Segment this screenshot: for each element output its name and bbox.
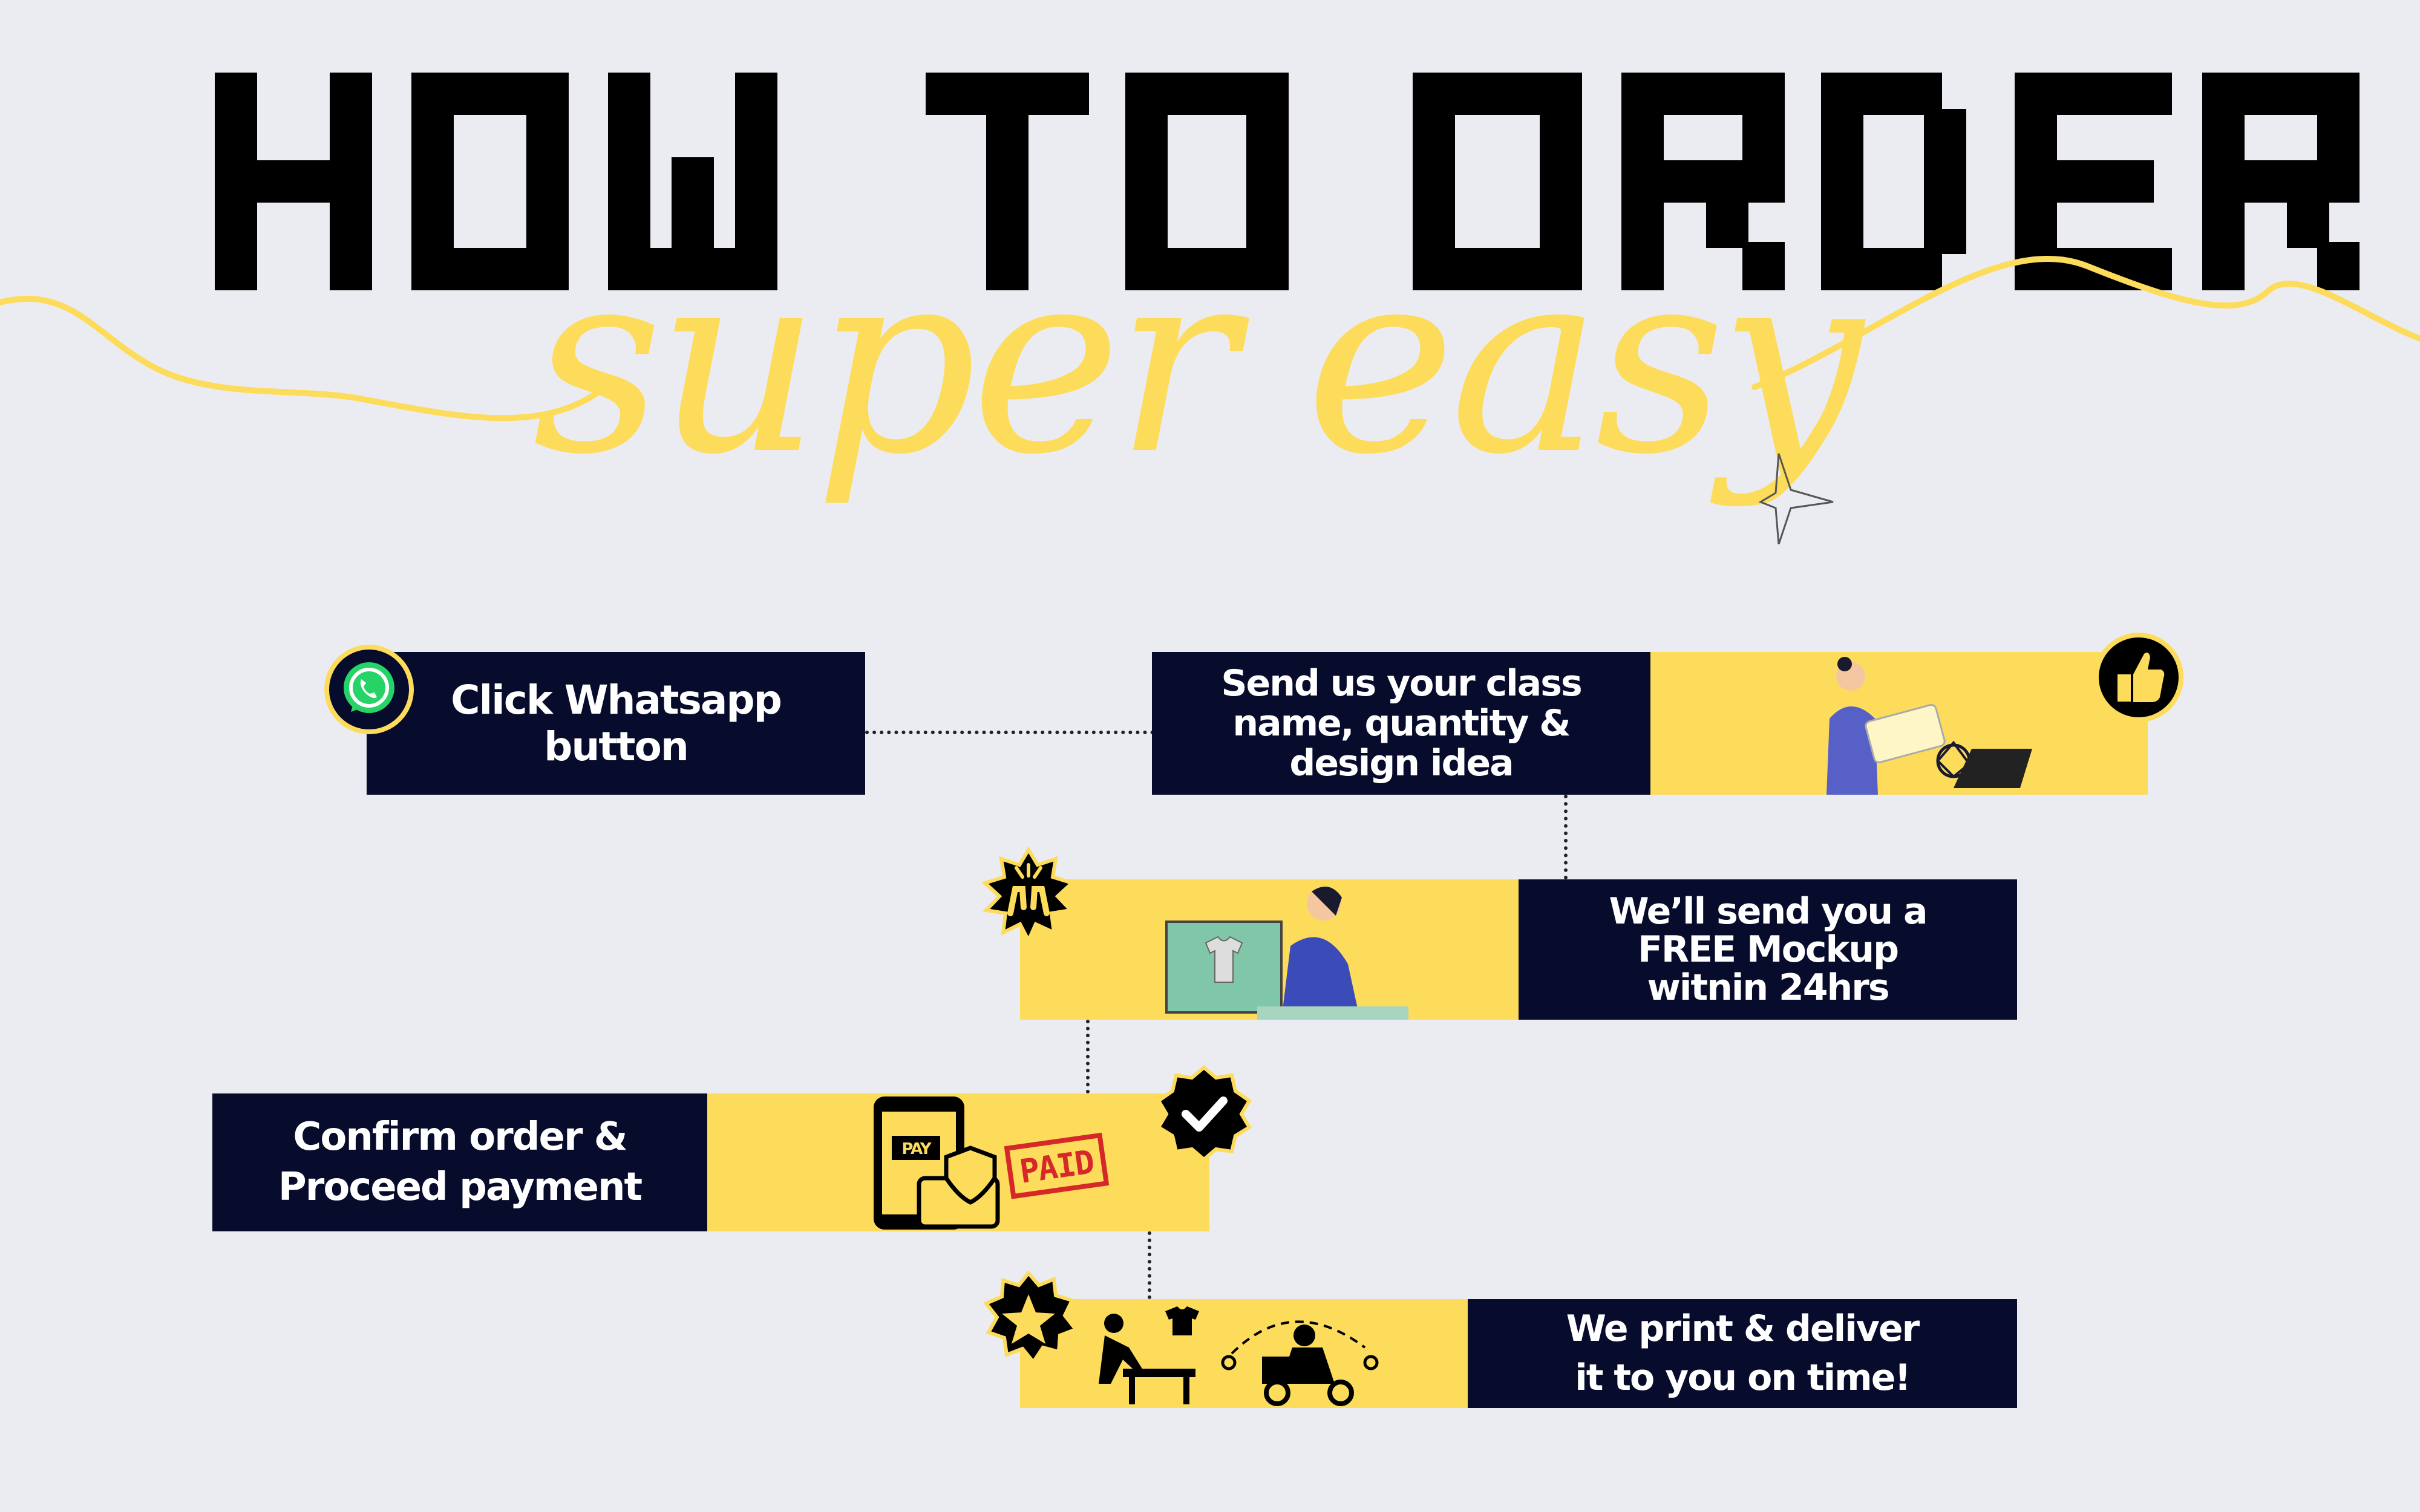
step-1-card: Click Whatsapp button bbox=[367, 652, 865, 795]
step-1-line-1: Click Whatsapp bbox=[451, 677, 782, 723]
step-3-card: We’ll send you a FREE Mockup witnin 24hr… bbox=[1519, 879, 2017, 1020]
swash-line bbox=[0, 256, 2420, 422]
step-5-line-2: it to you on time! bbox=[1575, 1357, 1911, 1399]
check-badge-icon bbox=[1156, 1065, 1252, 1161]
thumbs-up-icon bbox=[2094, 633, 2183, 722]
designer-at-monitor-illustration bbox=[1165, 887, 1408, 1020]
step-2-image-panel bbox=[1650, 652, 2148, 795]
page-title bbox=[215, 73, 2360, 290]
step-2-line-1: Send us your class bbox=[1221, 662, 1582, 705]
phone-payment-illustration: PAY PAID bbox=[874, 1097, 1110, 1230]
step-4-card: Confirm order & Proceed payment bbox=[212, 1093, 707, 1231]
step-2-line-3: design idea bbox=[1289, 742, 1514, 784]
sparkle-icon bbox=[1758, 453, 1834, 544]
step-4-line-2: Proceed payment bbox=[278, 1165, 643, 1210]
step-3-line-1: We’ll send you a bbox=[1609, 890, 1928, 933]
connector-1 bbox=[865, 731, 1154, 734]
step-4-line-1: Confirm order & bbox=[293, 1114, 627, 1159]
pay-label: PAY bbox=[901, 1140, 932, 1158]
step-3-image-panel bbox=[1020, 879, 1519, 1020]
step-5-line-1: We print & deliver bbox=[1566, 1308, 1920, 1350]
step-4-image-panel: PAY PAID bbox=[707, 1093, 1209, 1231]
connector-3 bbox=[1086, 1020, 1090, 1093]
step-2-card: Send us your class name, quantity & desi… bbox=[1152, 652, 1650, 795]
subtitle: super easy bbox=[532, 215, 1863, 510]
step-2-line-2: name, quantity & bbox=[1232, 702, 1571, 745]
celebrate-hands-icon bbox=[981, 847, 1076, 943]
connector-2 bbox=[1564, 795, 1568, 879]
subtitle-layer: super easy bbox=[0, 0, 2420, 635]
print-and-delivery-illustration bbox=[1099, 1306, 1379, 1406]
step-3-line-2: FREE Mockup bbox=[1637, 928, 1899, 971]
whatsapp-icon[interactable] bbox=[324, 644, 414, 735]
step-5-image-panel bbox=[1020, 1299, 1468, 1408]
star-badge-icon bbox=[983, 1270, 1077, 1366]
connector-4 bbox=[1148, 1231, 1151, 1299]
woman-with-tablet-illustration bbox=[1826, 657, 2032, 795]
step-1-line-2: button bbox=[544, 723, 689, 770]
step-5-card: We print & deliver it to you on time! bbox=[1468, 1299, 2017, 1408]
paid-stamp: PAID bbox=[1017, 1142, 1096, 1190]
step-3-line-3: witnin 24hrs bbox=[1647, 966, 1889, 1009]
